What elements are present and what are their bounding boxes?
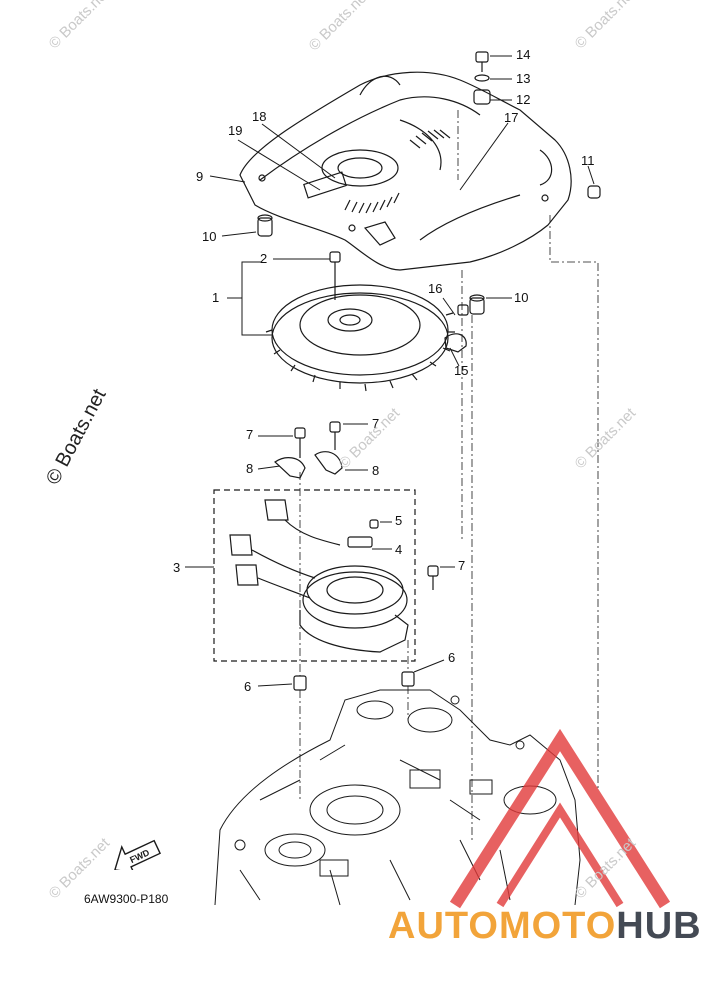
callout-12: 12: [516, 92, 531, 107]
brand-logo-text: AUTOMOTOHUB: [388, 905, 702, 948]
callout-17: 17: [504, 110, 519, 125]
alignment-lines: [299, 110, 599, 840]
part-code: 6AW9300-P180: [84, 892, 169, 906]
cover-hardware: [257, 51, 601, 315]
callout-5: 5: [395, 513, 403, 528]
callout-10-left: 10: [202, 229, 217, 244]
brand-part-1: AUTOMOTO: [388, 905, 617, 947]
stator: [229, 499, 409, 653]
logo-triangle: [449, 728, 671, 909]
brand-part-2: HUB: [616, 905, 702, 947]
callout-1: 1: [212, 290, 220, 305]
callout-6-left: 6: [244, 679, 252, 694]
callout-16: 16: [428, 281, 443, 296]
callout-7-right: 7: [458, 558, 466, 573]
callout-7-left: 7: [246, 427, 254, 442]
callout-19: 19: [228, 123, 243, 138]
clamp-hardware: [274, 304, 469, 590]
callout-3: 3: [173, 560, 181, 575]
callout-6-right: 6: [448, 650, 456, 665]
callout-14: 14: [516, 47, 531, 62]
callout-9: 9: [196, 169, 204, 184]
callout-15: 15: [454, 363, 469, 378]
engine-block: [214, 689, 581, 906]
stator-assembly-box: [213, 489, 416, 662]
flywheel-cover: [239, 71, 572, 271]
fwd-arrow-icon: FWD: [113, 839, 162, 870]
callout-18: 18: [252, 109, 267, 124]
callout-8-right: 8: [372, 463, 380, 478]
collars: [293, 671, 415, 691]
callout-11: 11: [581, 153, 595, 168]
flywheel: [265, 251, 455, 392]
callout-8-left: 8: [246, 461, 254, 476]
callout-10-right: 10: [514, 290, 529, 305]
callout-7-mid: 7: [372, 416, 380, 431]
callout-13: 13: [516, 71, 531, 86]
callout-2: 2: [260, 251, 268, 266]
callout-4: 4: [395, 542, 403, 557]
leader-lines: [185, 55, 595, 687]
